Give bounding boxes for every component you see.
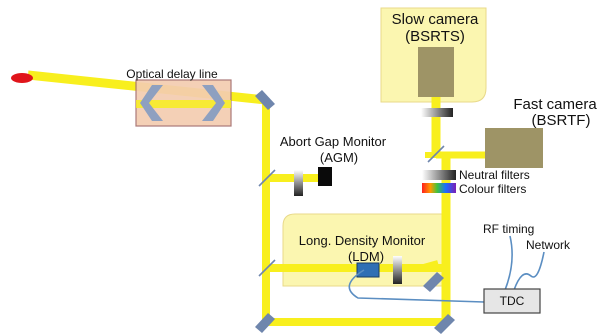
ldm-detector-box: [356, 262, 380, 278]
mirror-top-left: [255, 90, 275, 110]
optical-delay-line-label: Optical delay line: [126, 67, 218, 81]
delay-mirror-right: [202, 85, 225, 121]
tdc-box: [483, 288, 541, 314]
mirror-ldm-right: [423, 272, 444, 292]
agm-detector: [318, 167, 332, 186]
slow-camera-label: Slow camera: [391, 11, 479, 28]
cable-rf-timing: [504, 235, 513, 291]
ldm-label: Long. Density Monitor: [298, 233, 426, 248]
beam-splitters: [258, 145, 445, 277]
rf-timing-label: RF timing: [483, 222, 535, 236]
cable-network: [513, 251, 545, 291]
splitter-ldm: [258, 259, 276, 277]
light-source-dot: [11, 73, 33, 83]
colour-filters-label: Colour filters: [459, 182, 527, 196]
cable-ldm-tdc: [348, 269, 485, 303]
mirror-bottom-left: [255, 313, 275, 333]
neutral-filters-label: Neutral filters: [459, 168, 530, 182]
slow-camera-body: [418, 47, 454, 97]
agm-label: Abort Gap Monitor: [279, 134, 387, 149]
agm-code-label: (AGM): [319, 150, 359, 165]
fast-camera-code-label: (BSRTF): [531, 112, 591, 129]
splitter-fast: [427, 145, 445, 163]
slow-camera-filter: [421, 108, 453, 117]
tdc-label: TDC: [499, 294, 525, 308]
mirrors: [255, 90, 455, 334]
fast-camera-body: [485, 128, 543, 168]
optical-delay-line: [135, 79, 232, 127]
colour-filter-strip: [422, 183, 456, 193]
fast-camera-label: Fast camera: [513, 96, 597, 113]
slow-camera-code-label: (BSRTS): [405, 28, 465, 45]
ldm-code-label: (LDM): [347, 249, 385, 264]
neutral-filter-strip: [422, 170, 456, 180]
signal-cables: [348, 235, 545, 303]
splitter-agm: [258, 169, 276, 187]
ldm-filter: [393, 256, 402, 284]
network-label: Network: [526, 238, 571, 252]
delay-mirror-left: [140, 85, 163, 121]
agm-filter: [294, 170, 303, 196]
mirror-bottom-right: [434, 314, 455, 334]
